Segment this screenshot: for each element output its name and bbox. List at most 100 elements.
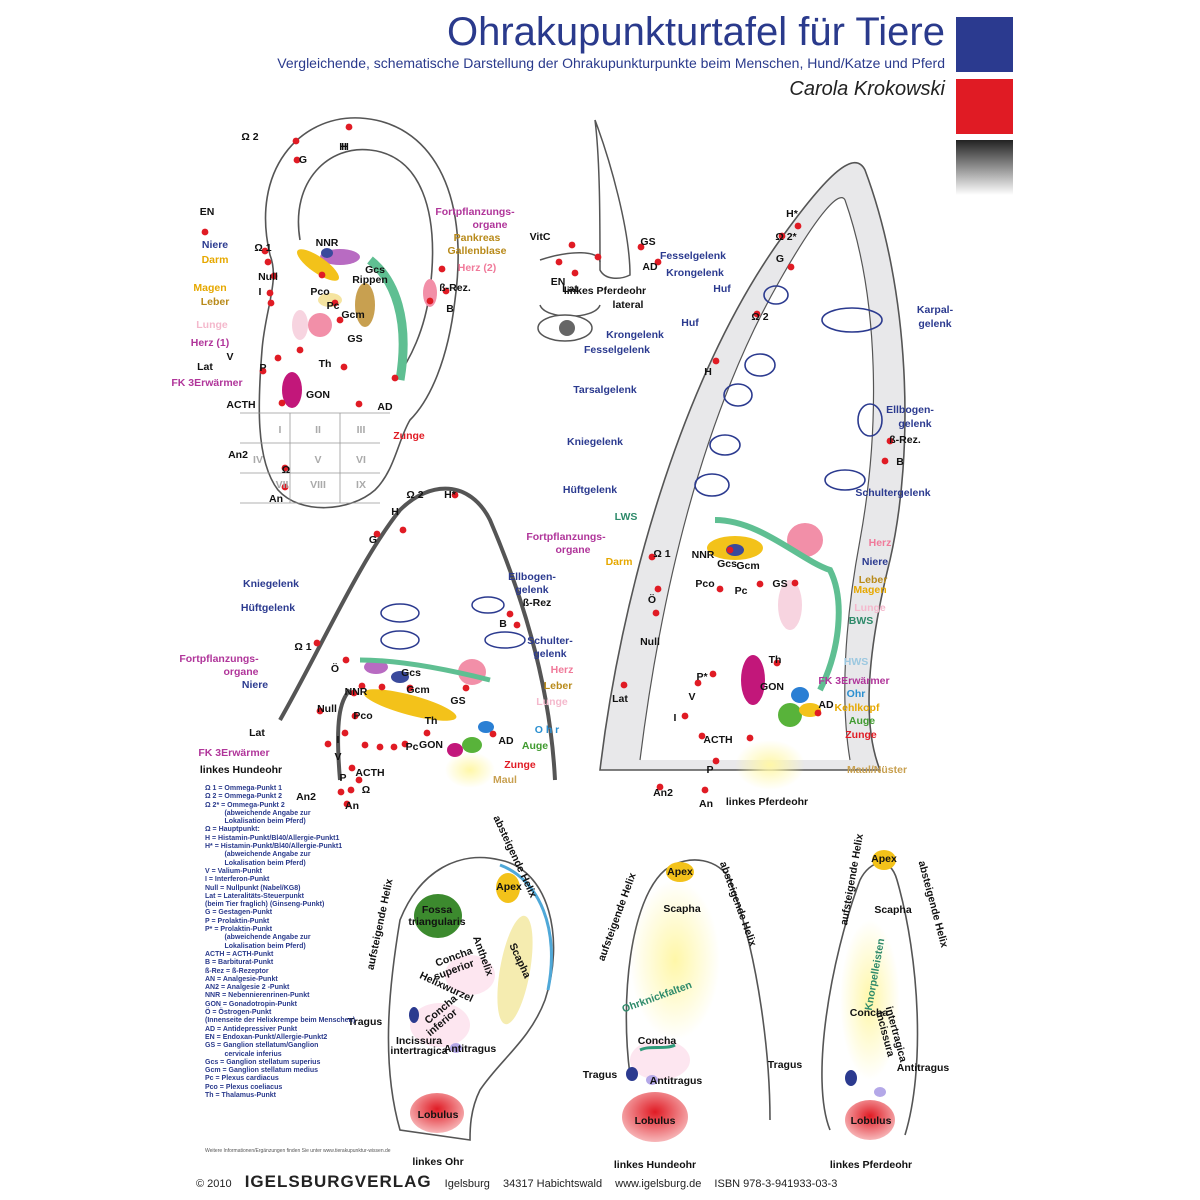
diagram-label: V [314,454,321,466]
diagram-label: NNR [345,686,368,698]
diagram-label: I [337,734,340,746]
dog-ear-joint-rings [380,596,526,650]
diagram-label: linkes Pferdeohr [830,1159,912,1171]
diagram-label: ß-Rez. [889,434,921,446]
acupuncture-point [756,580,764,588]
acupuncture-point [778,232,786,240]
acupuncture-point [358,682,366,690]
diagram-label: Kehlkopf [835,702,880,714]
diagram-label: Concha [638,1035,677,1047]
diagram-label: AD [498,735,514,747]
acupuncture-point [716,585,724,593]
diagram-label: triangularis [408,916,465,928]
acupuncture-point [712,357,720,365]
diagram-label: H [704,366,712,378]
diagram-label: Ω 1 [294,641,311,653]
diagram-label: Magen [853,584,886,596]
anatomy-horse-outline [821,850,919,1140]
acupuncture-point [881,457,889,465]
acupuncture-point [451,491,459,499]
acupuncture-point [787,263,795,271]
diagram-label: Lunge [854,602,886,614]
acupuncture-point [694,679,702,687]
diagram-label: gelenk [515,584,548,596]
acupuncture-point [726,546,734,554]
diagram-label: GON [760,681,784,693]
acupuncture-point [348,764,356,772]
diagram-label: organe [555,544,590,556]
legend-entry: I = Interferon-Punkt [205,876,270,884]
diagram-label: HWS [844,656,869,668]
acupuncture-point [351,712,359,720]
diagram-label: H* [444,489,457,501]
acupuncture-point [343,800,351,808]
diagram-label: Fossa [422,904,453,916]
diagram-label: Ellbogen- [886,404,934,416]
acupuncture-point [266,289,274,297]
page-subtitle: Vergleichende, schematische Darstellung … [277,55,945,71]
swatch-red [956,79,1013,134]
diagram-label: Tarsalgelenk [573,384,637,396]
diagram-label: Gcs [717,558,737,570]
legend-entry: Pco = Plexus coeliacus [205,1083,283,1091]
acupuncture-point [316,707,324,715]
acupuncture-point [324,740,332,748]
acupuncture-point [378,683,386,691]
acupuncture-point [637,243,645,251]
diagram-label: Pc [735,585,748,597]
legend-entry: G = Gestagen-Punkt [205,909,273,917]
diagram-label: P [259,362,266,374]
legend-entry: Null = Nullpunkt (Nabel/KG8) [205,884,301,892]
diagram-label: Tragus [583,1069,618,1081]
diagram-label: I [259,286,262,298]
diagram-label: Darm [202,254,229,266]
diagram-label: G [369,534,377,546]
acupuncture-point [709,670,717,678]
diagram-label: gelenk [898,418,931,430]
diagram-label: Null [258,271,278,283]
legend-entry: AD = Antidepressiver Punkt [205,1025,298,1033]
diagram-label: Karpal- [917,304,954,316]
diagram-label: Fortpflanzungs- [179,653,259,665]
diagram-label: B [446,303,454,315]
diagram-label: Pco [310,286,329,298]
website-link[interactable]: www.igelsburg.de [615,1178,702,1190]
diagram-label: ACTH [355,767,384,779]
diagram-label: Pc [406,741,419,753]
diagram-label: LWS [615,511,638,523]
diagram-label: Kniegelenk [567,436,623,448]
diagram-label: Gallenblase [448,245,507,257]
acupuncture-point [292,137,300,145]
diagram-label: GS [450,695,465,707]
legend-entry: Ω = Hauptpunkt: [205,826,260,834]
diagram-label: Fesselgelenk [660,250,726,262]
legend-entry: Gcm = Ganglion stellatum medius [205,1067,318,1075]
acupuncture-point [555,258,563,266]
diagram-label: GS [772,578,787,590]
diagram-label: Hüftgelenk [241,602,295,614]
acupuncture-point [886,437,894,445]
isbn: ISBN 978-3-941933-03-3 [714,1178,838,1190]
diagram-label: IX [356,479,366,491]
diagram-label: Fortpflanzungs- [526,531,606,543]
acupuncture-point [406,684,414,692]
acupuncture-point [361,741,369,749]
diagram-label: Darm [606,556,633,568]
diagram-label: Ω 2 [406,489,423,501]
legend-entry: AN2 = Analgesie 2 -Punkt [205,984,290,992]
acupuncture-point [746,734,754,742]
diagram-label: VitC [530,231,551,243]
diagram-label: NNR [692,549,715,561]
acupuncture-point [274,354,282,362]
diagram-label: Maul/Nüster [847,764,907,776]
legend-entry: Gcs = Ganglion stellatum superius [205,1058,321,1066]
acupuncture-point [712,757,720,765]
diagram-label: FK 3Erwärmer [198,747,269,759]
diagram-label: gelenk [918,318,951,330]
diagram-label: Zunge [504,759,536,771]
diagram-label: EN [200,206,215,218]
legend-entry: AN = Analgesie-Punkt [205,975,278,983]
diagram-label: linkes Ohr [412,1156,463,1168]
diagram-label: Leber [859,574,888,586]
diagram-label: GON [306,389,330,401]
